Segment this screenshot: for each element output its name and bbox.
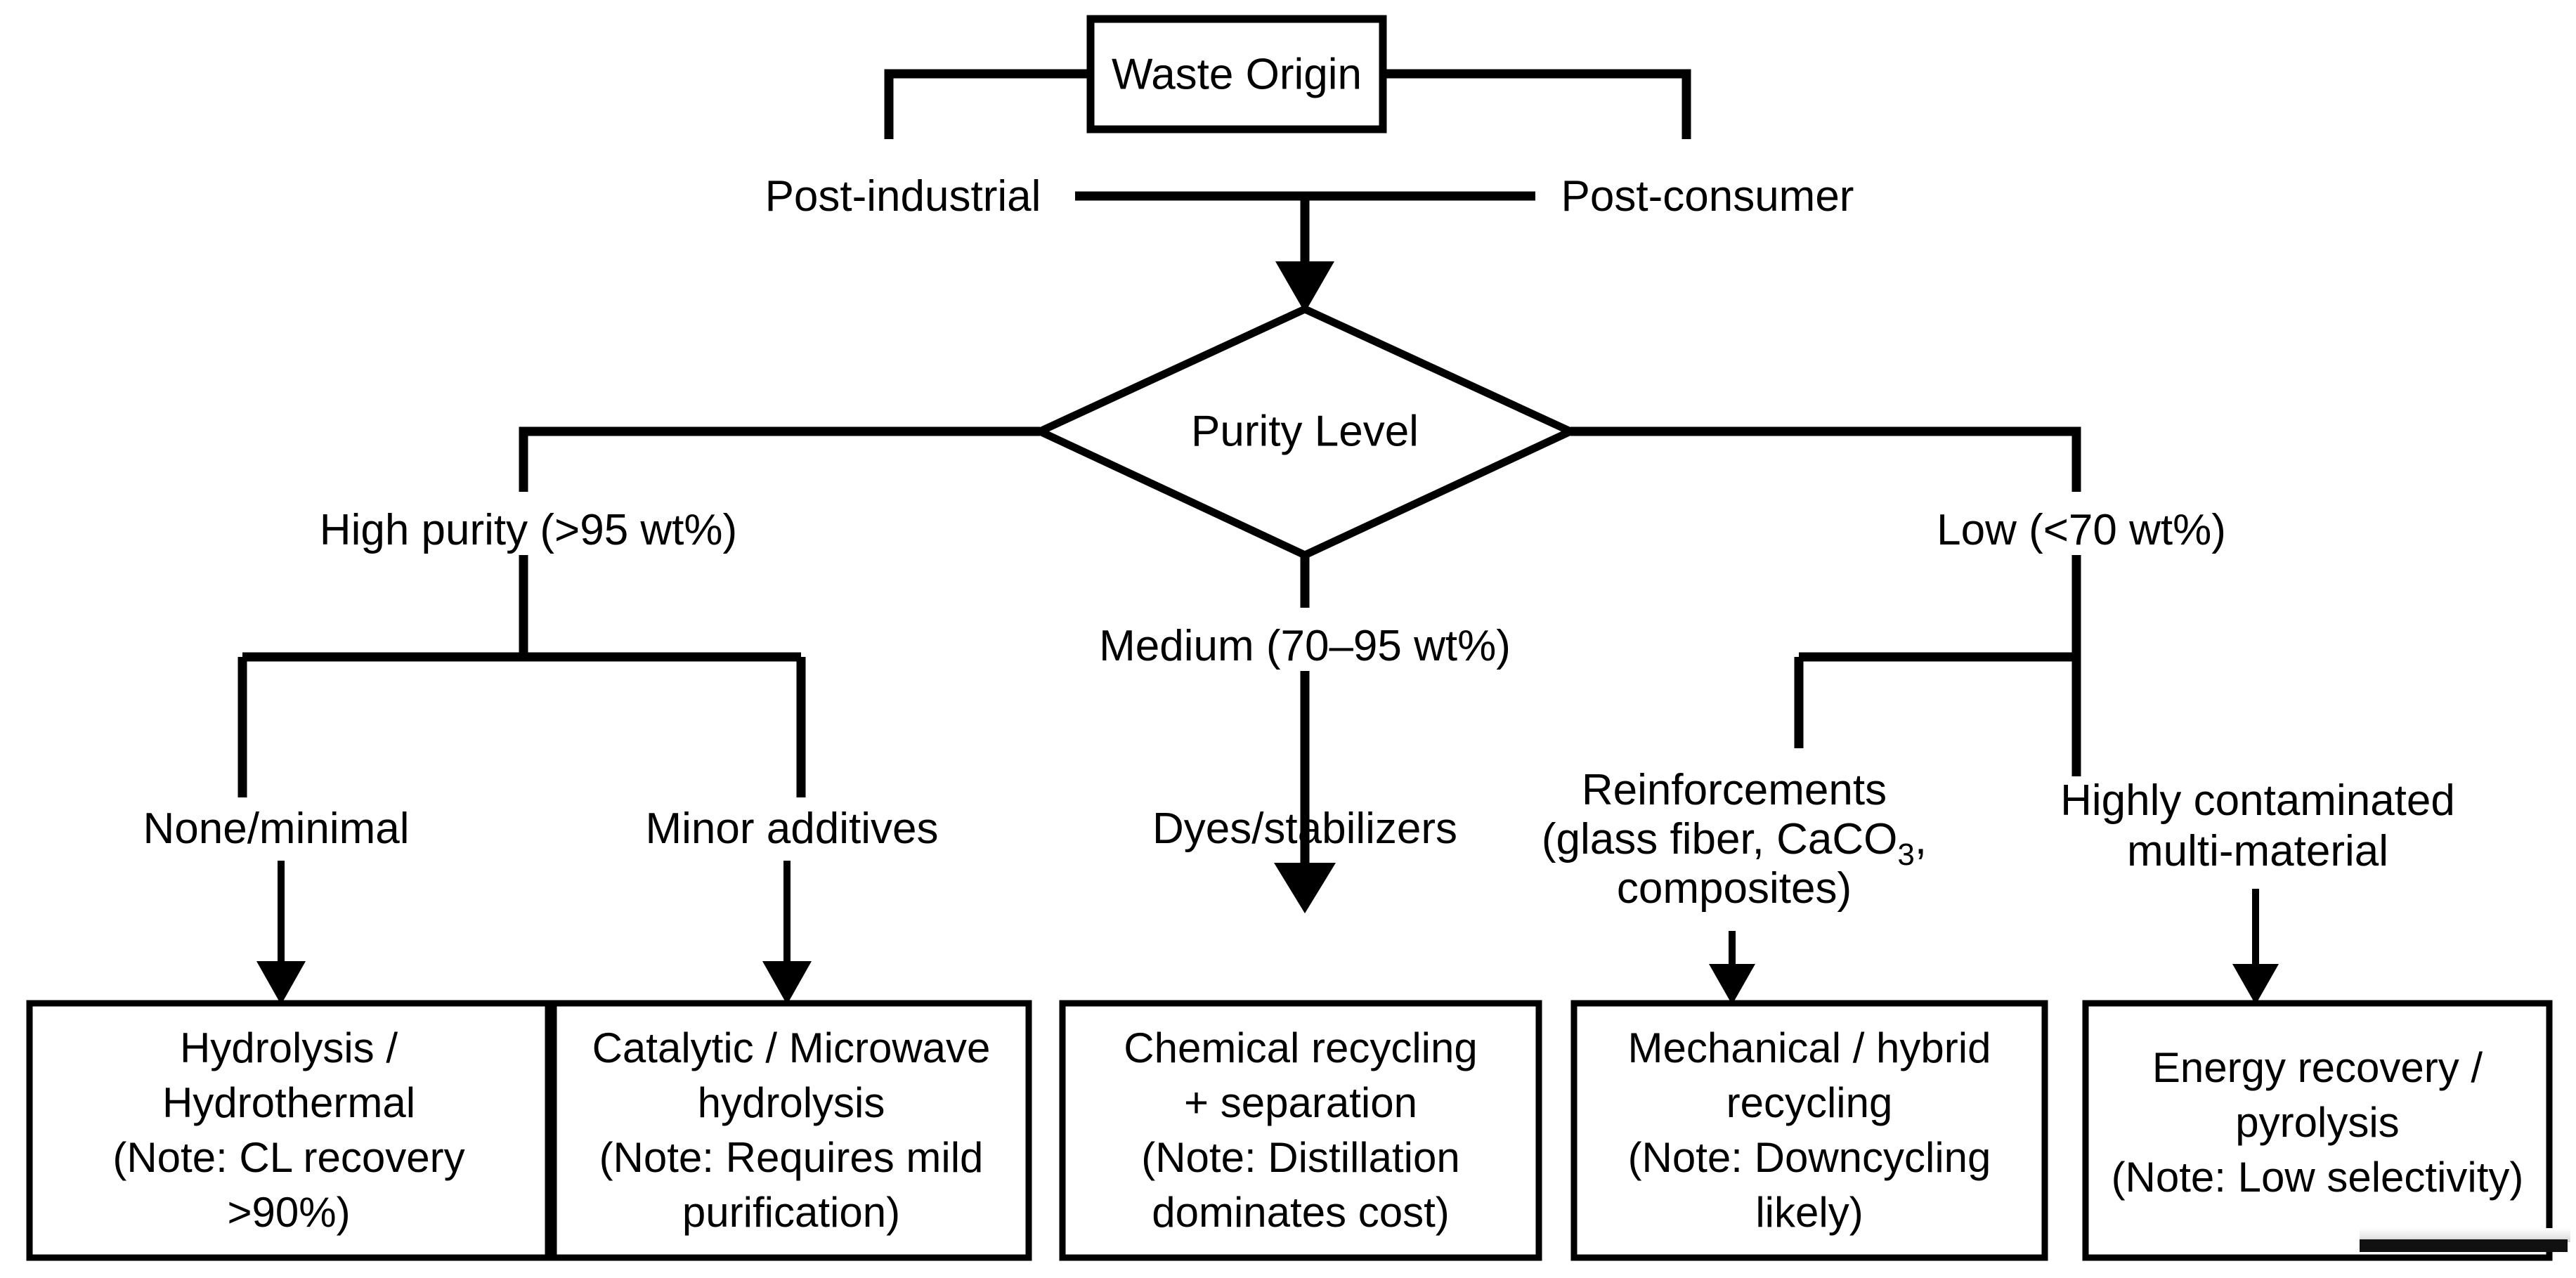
outcome-box-catalytic-microwave-hydrolysis[interactable]: Catalytic / Microwave hydrolysis (Note: … <box>550 1000 1032 1261</box>
node-waste-origin-label: Waste Origin <box>1112 50 1362 98</box>
svg-text:(glass fiber, CaCO3,: (glass fiber, CaCO3, <box>1542 815 1927 872</box>
svg-text:Catalytic / Microwave: Catalytic / Microwave <box>592 1024 991 1071</box>
svg-text:dominates cost): dominates cost) <box>1152 1189 1450 1236</box>
svg-text:Hydrolysis /: Hydrolysis / <box>180 1024 398 1071</box>
svg-text:Highly contaminated: Highly contaminated <box>2060 776 2455 825</box>
edge-label-post-industrial: Post-industrial <box>765 172 1041 221</box>
scan-artifact-gradient <box>2360 1228 2570 1242</box>
edge-label-dyes-stabilizers: Dyes/stabilizers <box>1152 804 1457 853</box>
outcome-box-energy-recovery-pyrolysis[interactable]: Energy recovery / pyrolysis (Note: Low s… <box>2082 1000 2553 1261</box>
svg-text:Energy recovery /: Energy recovery / <box>2152 1044 2483 1091</box>
node-waste-origin[interactable]: Waste Origin <box>1086 15 1387 133</box>
edge-label-minor-additives: Minor additives <box>646 804 939 853</box>
svg-text:(Note: CL recovery: (Note: CL recovery <box>112 1134 464 1181</box>
reinforcements-comma: , <box>1915 815 1927 863</box>
svg-text:composites): composites) <box>1617 864 1852 913</box>
node-purity-level-label: Purity Level <box>1191 407 1419 455</box>
svg-text:+ separation: + separation <box>1184 1079 1417 1126</box>
connector-origin-right <box>1383 69 1691 139</box>
svg-text:Hydrothermal: Hydrothermal <box>162 1079 415 1126</box>
reinforcements-subscript: 3 <box>1897 837 1914 872</box>
svg-text:multi-material: multi-material <box>2127 827 2388 875</box>
outcome-box-mechanical-hybrid-recycling[interactable]: Mechanical / hybrid recycling (Note: Dow… <box>1570 1000 2048 1261</box>
connector-purity-medium <box>1274 555 1336 913</box>
svg-text:likely): likely) <box>1755 1189 1863 1236</box>
scan-artifact-bar <box>2360 1239 2568 1252</box>
edge-label-reinforcements: Reinforcements (glass fiber, CaCO3, comp… <box>1542 766 1927 913</box>
svg-text:recycling: recycling <box>1726 1079 1893 1126</box>
edge-label-high-purity: High purity (>95 wt%) <box>320 506 737 554</box>
connector-purity-high <box>519 426 1040 657</box>
svg-text:>90%): >90%) <box>227 1189 350 1236</box>
edge-label-post-consumer: Post-consumer <box>1561 172 1854 221</box>
connector-origin-left <box>884 69 1091 139</box>
connector-origin-bar <box>1075 191 1535 313</box>
outcome-box-chemical-recycling-separation[interactable]: Chemical recycling + separation (Note: D… <box>1059 1000 1542 1261</box>
svg-text:purification): purification) <box>682 1189 900 1236</box>
edge-label-none-minimal: None/minimal <box>143 804 409 853</box>
svg-text:Chemical recycling: Chemical recycling <box>1124 1024 1478 1071</box>
node-purity-level[interactable]: Purity Level <box>1030 304 1580 560</box>
connector-high-split <box>238 652 812 1005</box>
edge-label-highly-contaminated: Highly contaminated multi-material <box>2060 776 2455 875</box>
outcome-box-hydrolysis-hydrothermal[interactable]: Hydrolysis / Hydrothermal (Note: CL reco… <box>26 1000 552 1261</box>
svg-text:(Note: Low selectivity): (Note: Low selectivity) <box>2112 1154 2524 1201</box>
edge-label-low-purity: Low (<70 wt%) <box>1937 506 2226 554</box>
edge-label-medium-purity: Medium (70–95 wt%) <box>1099 622 1511 670</box>
svg-text:(Note: Distillation: (Note: Distillation <box>1141 1134 1460 1181</box>
connector-purity-low <box>1570 426 2081 657</box>
svg-text:hydrolysis: hydrolysis <box>698 1079 885 1126</box>
svg-text:pyrolysis: pyrolysis <box>2235 1099 2399 1146</box>
reinforcements-line2: (glass fiber, CaCO <box>1542 815 1898 863</box>
svg-text:Reinforcements: Reinforcements <box>1582 766 1887 814</box>
svg-text:Mechanical / hybrid: Mechanical / hybrid <box>1628 1024 1991 1071</box>
connector-low-split <box>1709 652 2279 1005</box>
svg-text:(Note: Requires mild: (Note: Requires mild <box>599 1134 984 1181</box>
svg-text:(Note: Downcycling: (Note: Downcycling <box>1628 1134 1991 1181</box>
